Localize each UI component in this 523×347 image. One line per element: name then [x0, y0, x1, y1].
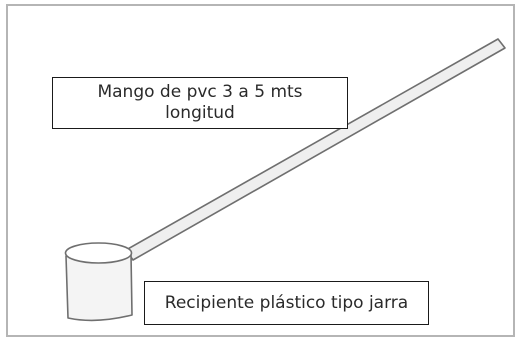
container-label-text: Recipiente plástico tipo jarra [164, 292, 409, 313]
handle-label-text: Mango de pvc 3 a 5 mts longitud [97, 82, 303, 123]
handle-label: Mango de pvc 3 a 5 mts longitud [52, 77, 348, 129]
plastic-container [64, 242, 133, 322]
container-rim [64, 242, 133, 264]
pvc-handle [125, 38, 506, 261]
container-label: Recipiente plástico tipo jarra [144, 281, 429, 325]
